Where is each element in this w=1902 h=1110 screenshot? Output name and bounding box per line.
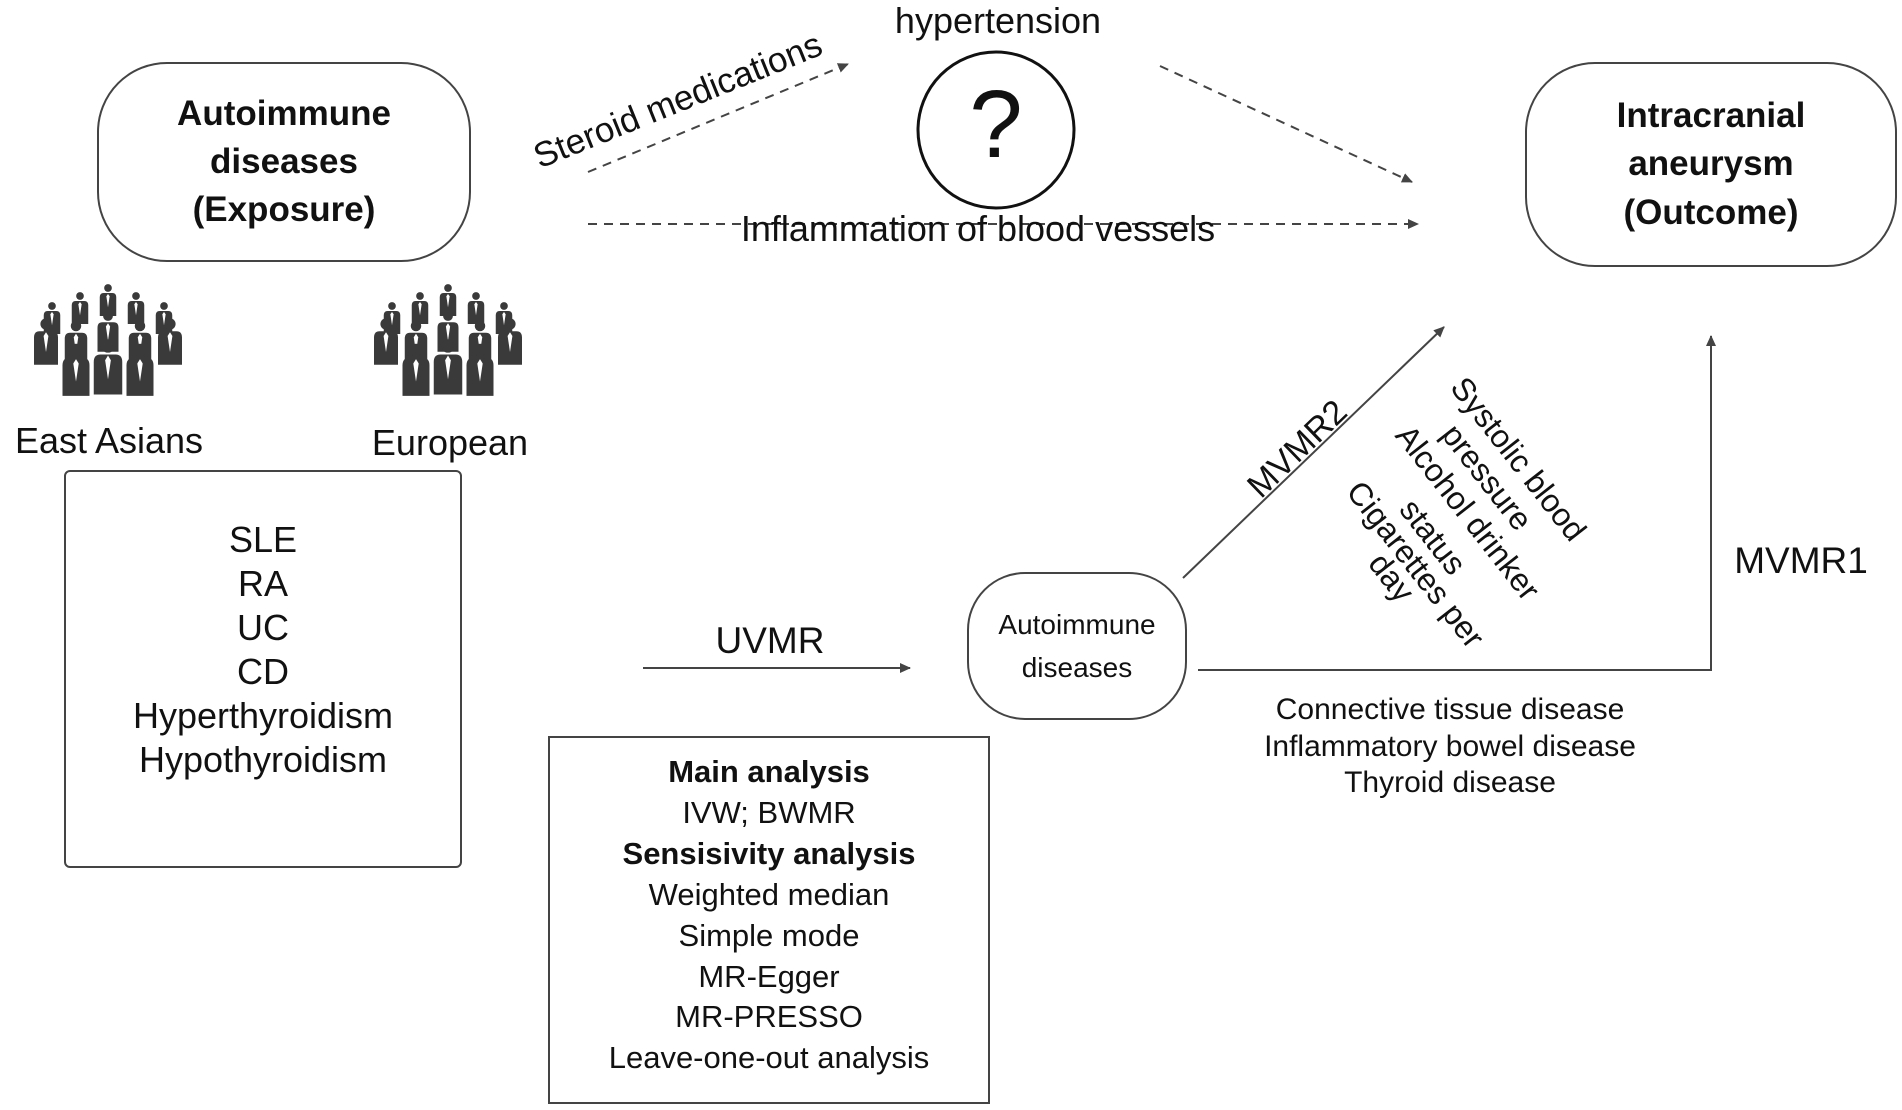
person-head bbox=[409, 343, 423, 357]
person-head bbox=[132, 292, 140, 300]
east-asians-people-icon bbox=[34, 284, 182, 396]
outcome-line1: Intracranial bbox=[1616, 96, 1806, 136]
person-head bbox=[76, 292, 84, 300]
person-shirt bbox=[73, 333, 79, 353]
sensitivity-method: Leave-one-out analysis bbox=[608, 1040, 930, 1076]
disease-list-box: SLE RA UC CD Hyperthyroidism Hypothyroid… bbox=[64, 470, 462, 868]
person-shirt bbox=[445, 355, 451, 380]
person-shirt bbox=[137, 359, 143, 382]
person-head bbox=[103, 311, 113, 321]
disease-item: SLE bbox=[228, 519, 298, 560]
center-node-line2: diseases bbox=[1021, 652, 1133, 683]
sensitivity-method: Simple mode bbox=[678, 917, 860, 953]
person-head bbox=[70, 320, 82, 332]
east-asians-label: East Asians bbox=[14, 420, 204, 461]
person-head bbox=[40, 318, 52, 330]
person-shirt bbox=[413, 359, 419, 382]
person-head bbox=[388, 302, 396, 310]
person-shirt bbox=[78, 301, 82, 316]
person-head bbox=[444, 284, 452, 292]
person-shirt bbox=[73, 359, 79, 382]
person-shirt bbox=[43, 332, 49, 352]
person-shirt bbox=[383, 332, 389, 352]
center-node-line1: Autoimmune bbox=[998, 608, 1156, 640]
european-people-icon bbox=[374, 284, 522, 396]
person-head bbox=[380, 318, 392, 330]
person-shirt bbox=[477, 359, 483, 382]
outcome-box: Intracranial aneurysm (Outcome) bbox=[1525, 62, 1897, 267]
question-mark: ? bbox=[969, 71, 1023, 178]
person-shirt bbox=[106, 293, 110, 308]
person-head bbox=[160, 302, 168, 310]
person-head bbox=[104, 284, 112, 292]
disease-item: Hypothyroidism bbox=[138, 738, 388, 780]
person-shirt bbox=[105, 355, 111, 380]
exposure-line2: diseases bbox=[210, 141, 358, 181]
sensitivity-method: MR-PRESSO bbox=[675, 999, 863, 1035]
uvmr-label: UVMR bbox=[715, 620, 825, 661]
person-head bbox=[101, 339, 115, 353]
hypertension-arrow bbox=[1159, 65, 1413, 183]
exposure-line3: (Exposure) bbox=[192, 190, 376, 230]
person-shirt bbox=[105, 323, 111, 341]
sensitivity-method: MR-Egger bbox=[698, 958, 840, 994]
person-shirt bbox=[134, 301, 138, 316]
group-item: Connective tissue disease bbox=[1275, 693, 1625, 726]
group-item: Thyroid disease bbox=[1344, 766, 1556, 800]
main-analysis-methods: IVW; BWMR bbox=[682, 794, 856, 830]
mvmr1-arrow bbox=[1198, 335, 1716, 671]
person-head bbox=[443, 311, 453, 321]
person-head bbox=[410, 320, 422, 332]
hypertension-label: hypertension bbox=[894, 0, 1102, 41]
person-head bbox=[504, 318, 516, 330]
person-shirt bbox=[418, 301, 422, 316]
analysis-box: Main analysis IVW; BWMR Sensisivity anal… bbox=[548, 736, 990, 1104]
person-head bbox=[69, 343, 83, 357]
person-head bbox=[472, 292, 480, 300]
question-circle bbox=[916, 50, 1076, 210]
disease-item: UC bbox=[237, 606, 289, 648]
mvmr1-groups: Connective tissue disease Inflammatory b… bbox=[1220, 692, 1680, 802]
mvmr2-arrow bbox=[1182, 326, 1445, 579]
sensitivity-analysis-title: Sensisivity analysis bbox=[622, 835, 916, 871]
main-analysis-title: Main analysis bbox=[668, 754, 870, 789]
person-shirt bbox=[446, 293, 450, 308]
person-shirt bbox=[445, 323, 451, 341]
disease-item: CD bbox=[237, 650, 289, 692]
person-head bbox=[473, 343, 487, 357]
center-autoimmune-node: Autoimmune diseases bbox=[967, 572, 1187, 720]
person-head bbox=[134, 320, 146, 332]
group-item: Inflammatory bowel disease bbox=[1264, 729, 1636, 763]
exposure-box: Autoimmune diseases (Exposure) bbox=[97, 62, 471, 262]
person-shirt bbox=[162, 311, 166, 326]
person-head bbox=[133, 343, 147, 357]
outcome-line3: (Outcome) bbox=[1623, 192, 1799, 232]
person-head bbox=[441, 339, 455, 353]
disease-item: RA bbox=[237, 562, 288, 604]
person-shirt bbox=[507, 332, 513, 352]
person-head bbox=[416, 292, 424, 300]
european-label: European bbox=[371, 422, 529, 463]
outcome-line2: aneurysm bbox=[1628, 144, 1794, 184]
person-shirt bbox=[50, 311, 54, 326]
person-shirt bbox=[474, 301, 478, 316]
person-shirt bbox=[137, 333, 143, 353]
person-shirt bbox=[502, 311, 506, 326]
person-head bbox=[500, 302, 508, 310]
person-head bbox=[164, 318, 176, 330]
person-head bbox=[474, 320, 486, 332]
person-head bbox=[48, 302, 56, 310]
person-shirt bbox=[477, 333, 483, 353]
exposure-line1: Autoimmune bbox=[177, 93, 391, 133]
inflammation-label: Inflammation of blood vessels bbox=[740, 208, 1216, 249]
disease-item: Hyperthyroidism bbox=[132, 694, 394, 736]
person-shirt bbox=[390, 311, 394, 326]
sensitivity-method: Weighted median bbox=[648, 876, 890, 912]
person-shirt bbox=[413, 333, 419, 353]
mvmr1-label: MVMR1 bbox=[1734, 540, 1868, 581]
person-shirt bbox=[167, 332, 173, 352]
